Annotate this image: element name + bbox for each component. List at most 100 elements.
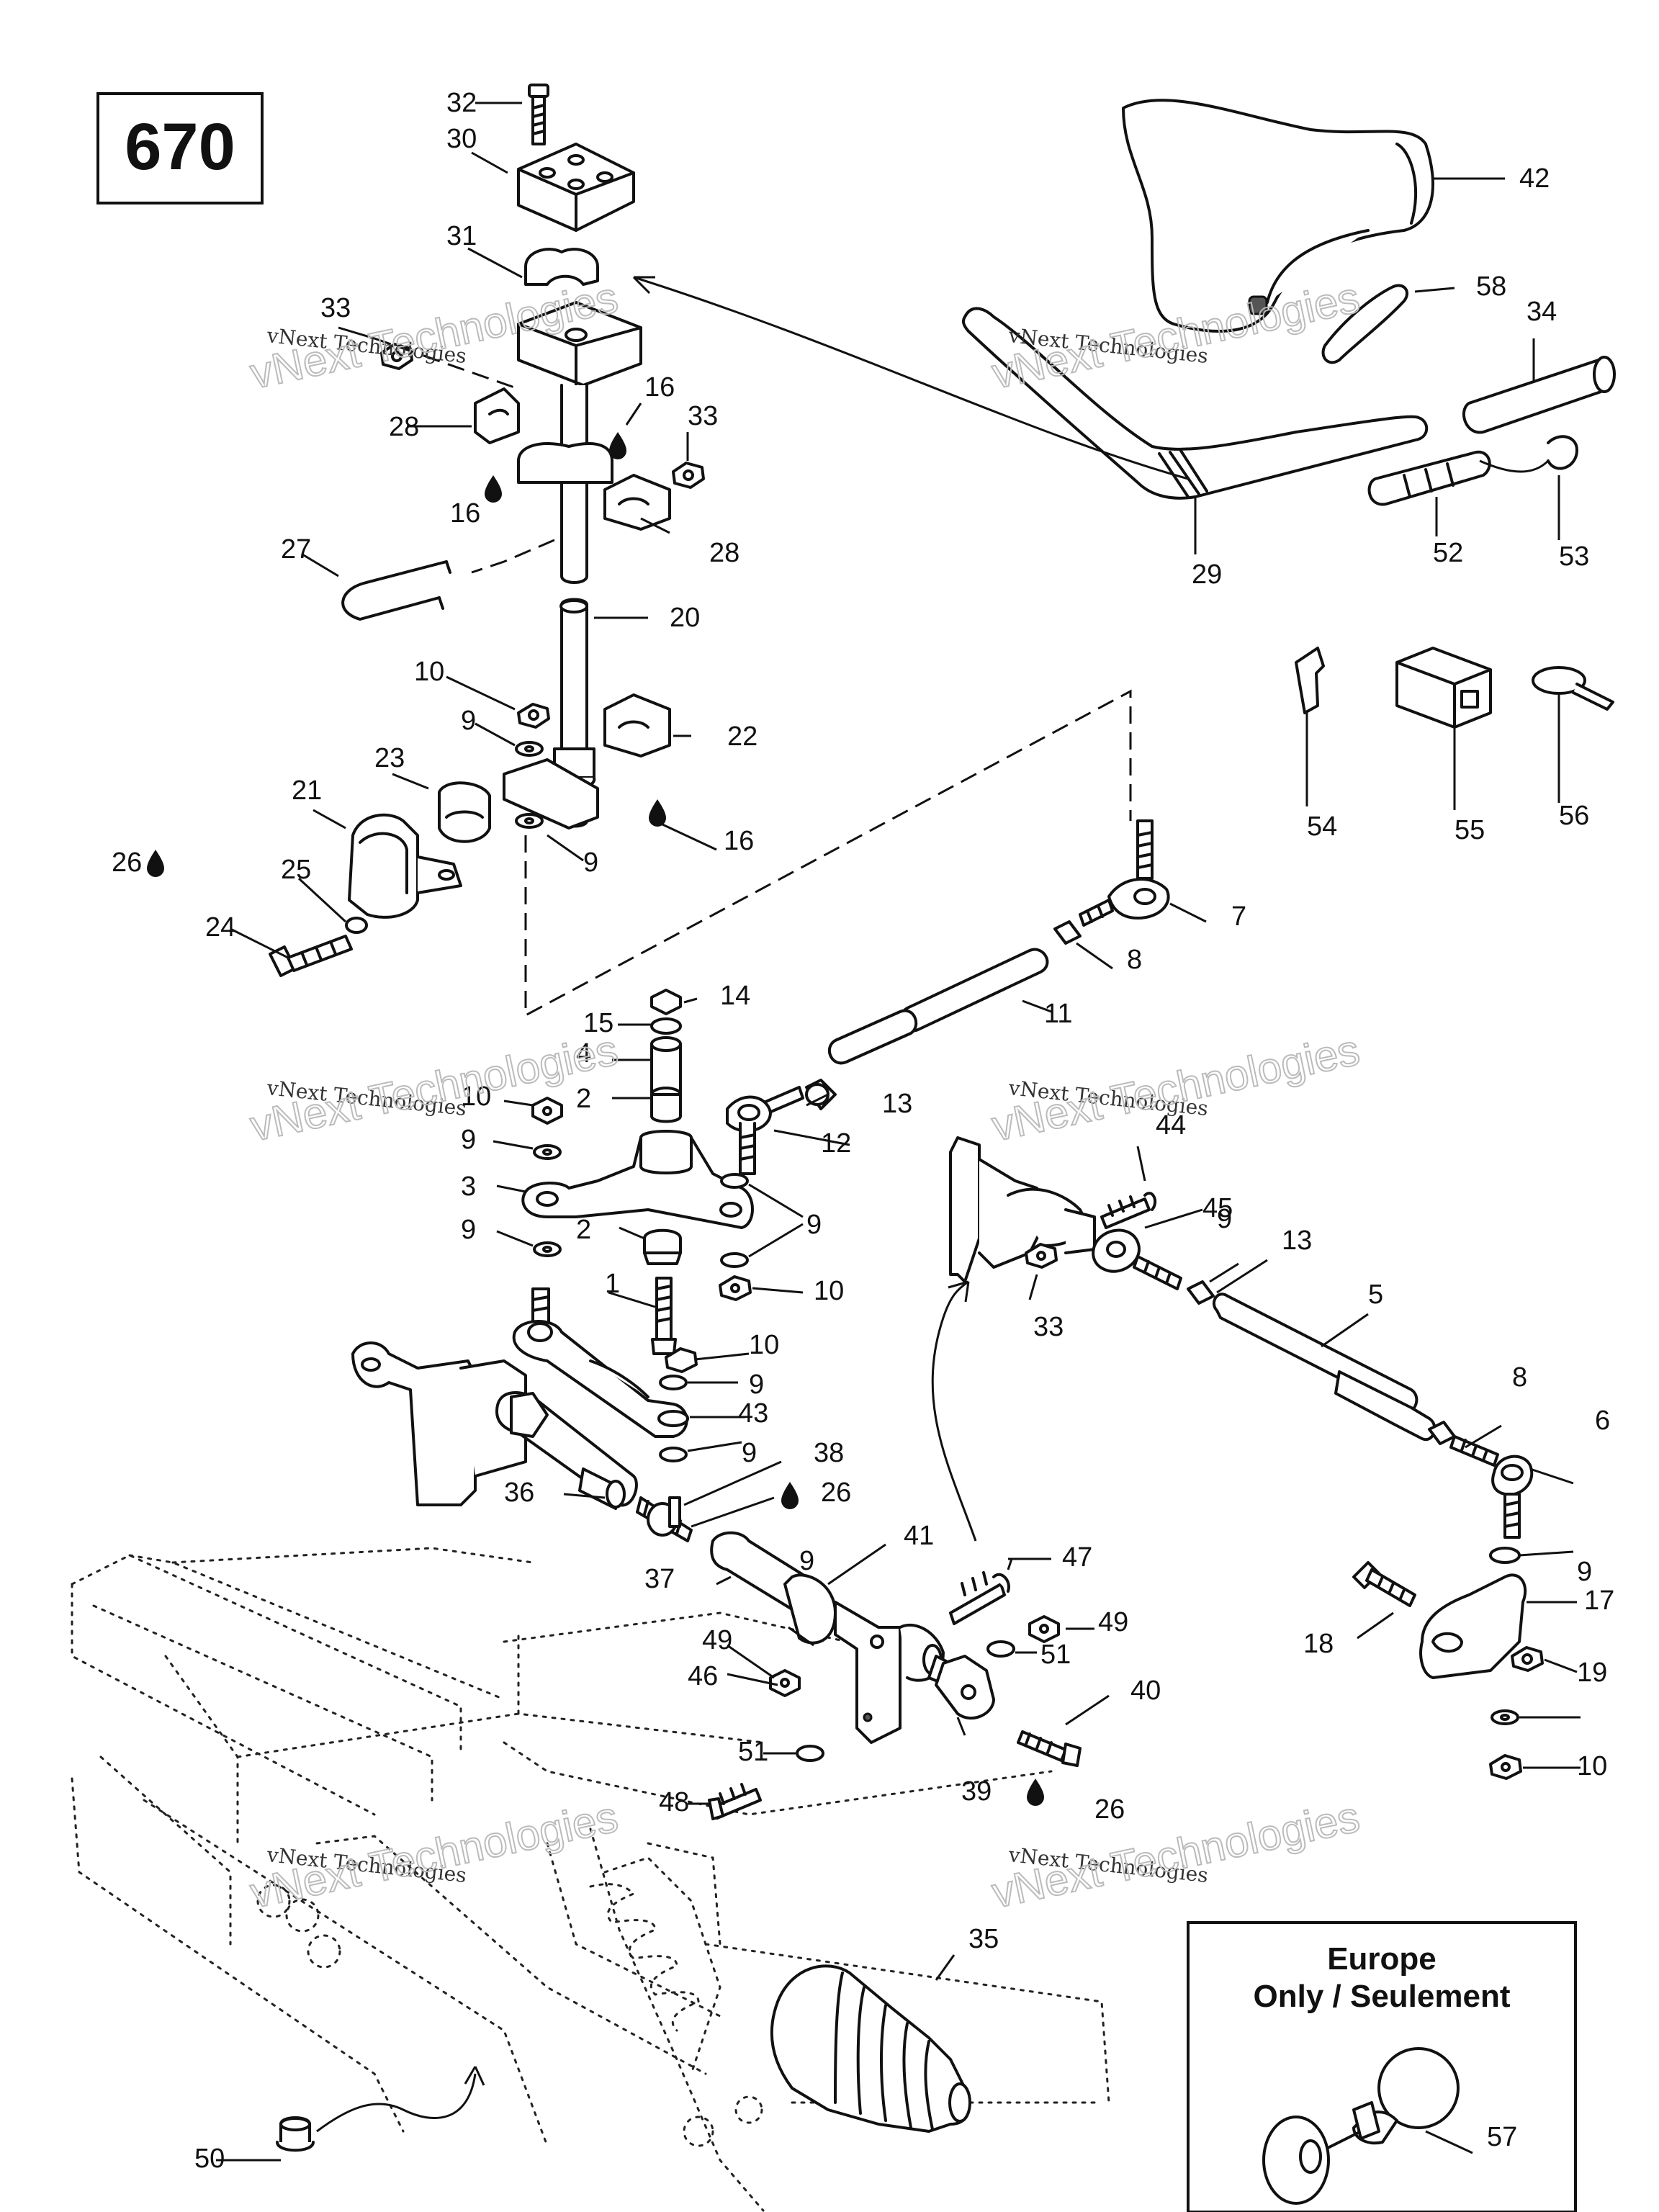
callout-21: 21	[292, 775, 322, 806]
callout-29: 29	[1192, 559, 1222, 590]
europe-only-line1: Europe	[1327, 1941, 1437, 1977]
callout-51: 51	[1040, 1640, 1071, 1670]
diagram-number-box: 670	[96, 92, 264, 204]
grease-drop-icon	[781, 1482, 799, 1509]
boot	[770, 1964, 971, 2133]
callout-34: 34	[1527, 297, 1557, 327]
grease-drop-icon	[147, 850, 164, 877]
pad-strip	[1321, 284, 1408, 364]
callout-33: 33	[688, 401, 718, 431]
callout-12: 12	[821, 1128, 851, 1159]
callout-42: 42	[1519, 163, 1550, 194]
heated-grip	[1367, 450, 1567, 506]
callout-10: 10	[814, 1276, 844, 1306]
callout-50: 50	[194, 2144, 225, 2174]
callout-41: 41	[904, 1521, 934, 1551]
callout-43: 43	[738, 1398, 768, 1429]
callout-54: 54	[1307, 811, 1337, 842]
callout-33: 33	[1033, 1312, 1064, 1342]
callout-19: 19	[1577, 1658, 1607, 1688]
callout-56: 56	[1559, 801, 1589, 831]
callout-9: 9	[583, 848, 598, 878]
spindle-arm	[1352, 1547, 1544, 1780]
callout-45: 45	[1202, 1193, 1233, 1223]
callout-10: 10	[749, 1330, 779, 1360]
callout-26: 26	[112, 848, 142, 878]
grease-drop-icon	[609, 432, 626, 459]
callout-49: 49	[702, 1625, 732, 1655]
grommet	[276, 2116, 315, 2152]
grease-drops	[147, 432, 1044, 1806]
callout-9: 9	[461, 706, 476, 736]
callout-31: 31	[446, 221, 477, 251]
callout-15: 15	[583, 1008, 613, 1038]
callout-11: 11	[1044, 999, 1072, 1029]
callout-18: 18	[1303, 1629, 1334, 1659]
callout-5: 5	[1368, 1280, 1383, 1310]
callout-35: 35	[968, 1924, 999, 1954]
callout-25: 25	[281, 855, 311, 885]
callout-16: 16	[450, 498, 480, 529]
callout-3: 3	[461, 1172, 476, 1202]
callout-55: 55	[1455, 815, 1485, 845]
callout-8: 8	[1512, 1362, 1527, 1393]
callout-6: 6	[1595, 1406, 1610, 1436]
callout-16: 16	[724, 826, 754, 856]
fasteners	[708, 1615, 1082, 1820]
connection-lines	[316, 276, 1189, 2133]
europe-only-box: Europe Only / Seulement	[1187, 1921, 1577, 2212]
callout-9: 9	[749, 1370, 764, 1400]
horn	[1262, 2047, 1460, 2205]
callout-2: 2	[576, 1084, 591, 1114]
callout-8: 8	[1127, 945, 1142, 975]
callout-17: 17	[1584, 1586, 1614, 1616]
callout-38: 38	[814, 1438, 844, 1468]
callout-10: 10	[1577, 1751, 1607, 1781]
right-tie-rod	[949, 1136, 1534, 1539]
callout-22: 22	[727, 721, 757, 752]
callout-33: 33	[320, 293, 351, 323]
callout-57: 57	[1487, 2122, 1517, 2152]
callout-27: 27	[281, 534, 311, 565]
callout-28: 28	[389, 412, 419, 442]
cable-tie	[1547, 435, 1578, 470]
connector	[1395, 647, 1492, 729]
callout-26: 26	[1094, 1794, 1125, 1825]
column-clamp	[269, 781, 491, 977]
callout-13: 13	[1282, 1226, 1312, 1256]
leader-lines	[216, 102, 1581, 2162]
callout-36: 36	[504, 1478, 534, 1508]
drag-link	[512, 1287, 698, 1462]
grip	[1462, 356, 1616, 434]
callout-4: 4	[576, 1038, 591, 1069]
callout-16: 16	[644, 372, 675, 403]
callout-24: 24	[205, 912, 235, 943]
callout-39: 39	[961, 1776, 992, 1807]
callout-46: 46	[688, 1661, 718, 1691]
handlebar-pad	[1122, 99, 1434, 333]
grease-drop-icon	[1027, 1779, 1044, 1806]
callout-9: 9	[806, 1210, 822, 1240]
callout-10: 10	[414, 657, 444, 687]
callout-20: 20	[670, 603, 700, 633]
callout-58: 58	[1476, 271, 1506, 302]
callout-26: 26	[821, 1478, 851, 1508]
diagram-number: 670	[125, 110, 235, 184]
upper-tie-rod	[726, 819, 1170, 1175]
callout-49: 49	[1098, 1607, 1128, 1637]
callout-40: 40	[1130, 1676, 1161, 1706]
clip	[1295, 647, 1325, 714]
europe-only-line2: Only / Seulement	[1254, 1979, 1511, 2014]
callout-2: 2	[576, 1215, 591, 1245]
callout-23: 23	[374, 743, 405, 773]
grease-drop-icon	[649, 799, 666, 827]
handlebar	[961, 307, 1429, 500]
callout-14: 14	[720, 981, 750, 1011]
callout-10: 10	[461, 1082, 491, 1112]
callout-13: 13	[882, 1089, 912, 1119]
callout-9: 9	[461, 1125, 476, 1155]
tie-strap	[1532, 666, 1614, 711]
steering-arm	[521, 989, 754, 1355]
